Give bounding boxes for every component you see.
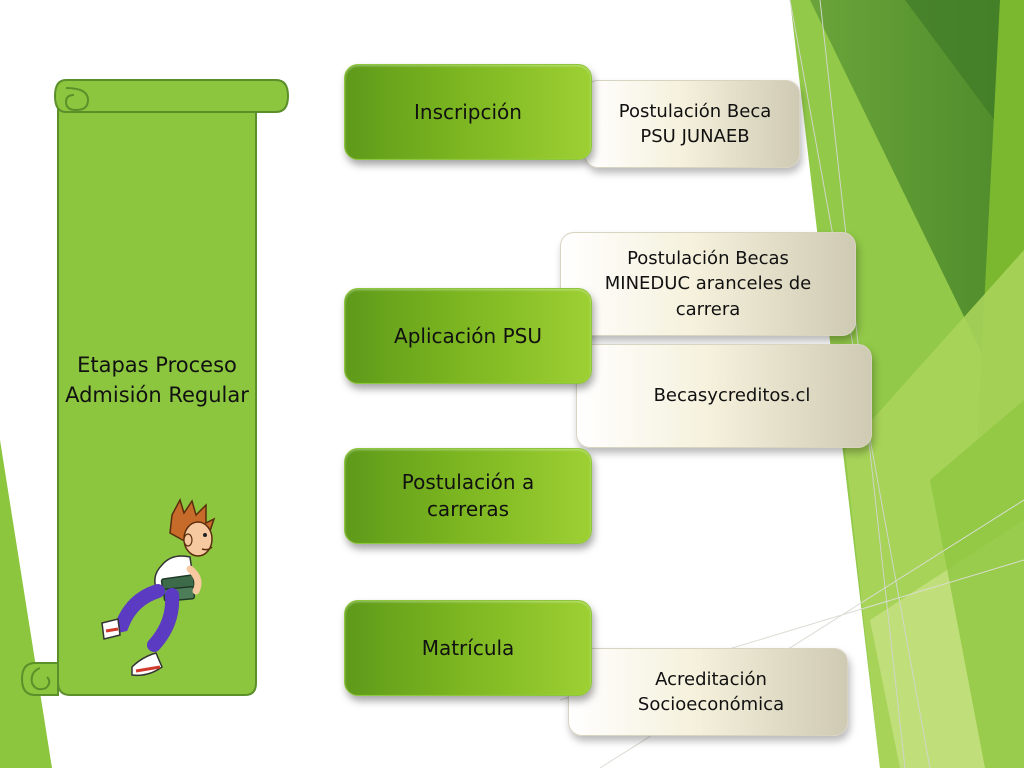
running-student-icon xyxy=(101,498,216,677)
detail-beca-psu-junaeb: Postulación Beca PSU JUNAEB xyxy=(584,80,800,168)
detail-label: Postulación Beca PSU JUNAEB xyxy=(618,100,772,147)
stage-label: Aplicación PSU xyxy=(394,323,542,348)
detail-label: Postulación Becas MINEDUC aranceles de c… xyxy=(604,248,812,320)
detail-becasycreditos: Becasycreditos.cl xyxy=(576,344,872,448)
detail-acreditacion: Acreditación Socioeconómica xyxy=(568,648,848,736)
stage-postulacion-carreras: Postulación a carreras xyxy=(344,448,592,544)
detail-label: Acreditación Socioeconómica xyxy=(637,668,785,715)
detail-label: Becasycreditos.cl xyxy=(653,385,811,407)
stage-label: Postulación a carreras xyxy=(401,470,535,521)
stage-label: Matrícula xyxy=(421,635,515,660)
stage-label: Inscripción xyxy=(414,99,522,124)
stage-matricula: Matrícula xyxy=(344,600,592,696)
stage-inscripcion: Inscripción xyxy=(344,64,592,160)
detail-becas-mineduc: Postulación Becas MINEDUC aranceles de c… xyxy=(560,232,856,336)
stage-aplicacion-psu: Aplicación PSU xyxy=(344,288,592,384)
scroll-title: Etapas Proceso Admisión Regular xyxy=(65,353,249,408)
